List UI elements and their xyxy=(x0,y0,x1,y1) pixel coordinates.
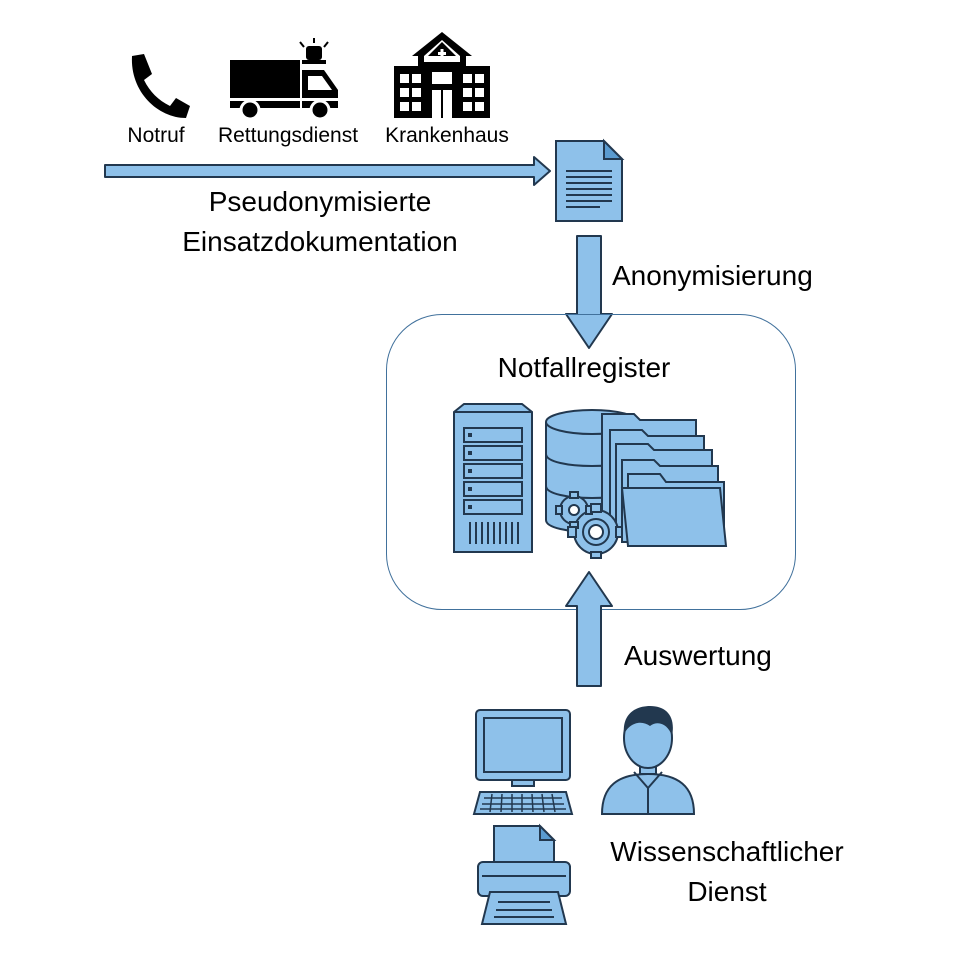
source-label-krankenhaus: Krankenhaus xyxy=(385,124,509,147)
registry-title: Notfallregister xyxy=(497,352,671,383)
input-label-line2: Einsatzdokumentation xyxy=(182,226,458,257)
source-label-notruf: Notruf xyxy=(127,124,185,147)
anonymization-label: Anonymisierung xyxy=(612,260,813,291)
evaluation-arrow xyxy=(565,571,613,687)
person-icon xyxy=(600,706,696,815)
server-icon xyxy=(453,403,533,553)
input-arrow xyxy=(104,156,551,186)
ambulance-icon xyxy=(228,38,340,121)
phone-icon xyxy=(131,54,190,118)
gears-icon xyxy=(555,491,623,559)
source-label-rettungsdienst: Rettungsdienst xyxy=(217,124,359,147)
computer-icon xyxy=(472,709,574,815)
hospital-icon xyxy=(394,32,490,118)
input-label-line1: Pseudonymisierte xyxy=(208,186,432,217)
evaluation-label: Auswertung xyxy=(624,640,772,671)
printer-icon xyxy=(477,823,571,925)
research-label-line2: Dienst xyxy=(687,876,767,907)
research-label-line1: Wissenschaftlicher xyxy=(610,836,844,867)
document-icon xyxy=(555,138,625,222)
